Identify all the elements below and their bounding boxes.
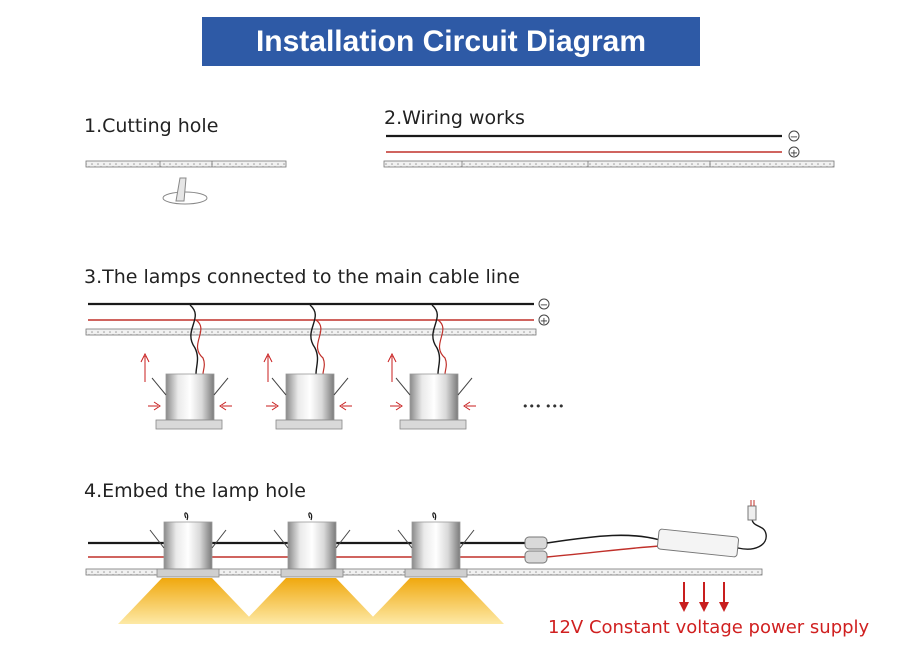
step-1-label: 1.Cutting hole (84, 115, 219, 137)
lamp-body (165, 373, 215, 421)
spring-clip (459, 529, 475, 549)
power-supply-caption: 12V Constant voltage power supply (548, 617, 870, 638)
step-3-label: 3.The lamps connected to the main cable … (84, 266, 520, 288)
spring-clip (397, 529, 413, 549)
spring-clip (273, 529, 289, 549)
step-1-graphic (85, 160, 287, 205)
spring-clip (395, 377, 411, 396)
step-4-graphic (85, 500, 767, 624)
driver-positive-lead (546, 545, 661, 558)
ceiling-board (85, 160, 287, 168)
ac-input-cable (737, 517, 767, 550)
lamp-body (409, 373, 459, 421)
lamp-body (285, 373, 335, 421)
light-beam (118, 578, 256, 624)
lamp-trim (404, 568, 468, 578)
spring-clip (213, 377, 229, 396)
diagram-title: Installation Circuit Diagram (255, 24, 647, 58)
lamp-body (287, 521, 337, 570)
lamp-body (163, 521, 213, 570)
spring-clip (149, 529, 165, 549)
spring-clip (333, 377, 349, 396)
title-banner: Installation Circuit Diagram (202, 17, 700, 66)
wire-connector (524, 536, 548, 550)
press-arrow-icon (219, 401, 232, 411)
down-arrow-icon (699, 582, 709, 612)
light-beam (366, 578, 504, 624)
embedded-lamp-1 (149, 512, 227, 578)
down-arrow-icon (679, 582, 689, 612)
minus-symbol: − (540, 300, 548, 311)
up-arrow-icon (140, 352, 150, 382)
embedded-lamp-3 (397, 512, 475, 578)
step-2-graphic: − + (383, 130, 835, 168)
lamp-trim (275, 419, 343, 430)
spring-clip (335, 529, 351, 549)
minus-terminal-icon (538, 298, 550, 310)
lamp-trim (156, 568, 220, 578)
lamp-lead-wires (309, 304, 319, 375)
lamp-trim (155, 419, 223, 430)
lamp-trim (399, 419, 467, 430)
press-arrow-icon (339, 401, 352, 411)
spring-clip (211, 529, 227, 549)
lamp-unit-1 (140, 304, 232, 430)
lamp-trim (280, 568, 344, 578)
driver-negative-lead (546, 534, 661, 544)
press-arrow-icon (148, 401, 161, 411)
plus-symbol: + (540, 316, 548, 327)
down-arrow-icon (719, 582, 729, 612)
lamp-unit-3 (387, 304, 476, 430)
up-arrow-icon (387, 352, 397, 382)
press-arrow-icon (266, 401, 279, 411)
minus-terminal-icon (788, 130, 800, 142)
plus-terminal-icon (788, 146, 800, 158)
plug-icon (747, 505, 757, 521)
press-arrow-icon (463, 401, 476, 411)
light-beam (242, 578, 380, 624)
press-arrow-icon (390, 401, 403, 411)
embedded-lamp-2 (273, 512, 351, 578)
plus-terminal-icon (538, 314, 550, 326)
step-4-label: 4.Embed the lamp hole (84, 480, 306, 502)
ceiling-board (383, 160, 835, 168)
step-3-graphic: − + (85, 298, 564, 430)
plus-symbol: + (790, 148, 798, 159)
power-supply-driver (656, 528, 740, 558)
spring-clip (271, 377, 287, 396)
step-2-label: 2.Wiring works (384, 107, 525, 129)
more-lamps-ellipsis: ••• ••• (522, 400, 564, 413)
lamp-unit-2 (263, 304, 352, 430)
wire-connector (524, 550, 548, 564)
lamp-lead-wires (431, 304, 441, 375)
spring-clip (151, 377, 167, 396)
up-arrow-icon (263, 352, 273, 382)
lamp-lead-wires (189, 304, 199, 375)
minus-symbol: − (790, 132, 798, 143)
spring-clip (457, 377, 473, 396)
hole-saw-icon (175, 177, 187, 202)
lamp-body (411, 521, 461, 570)
